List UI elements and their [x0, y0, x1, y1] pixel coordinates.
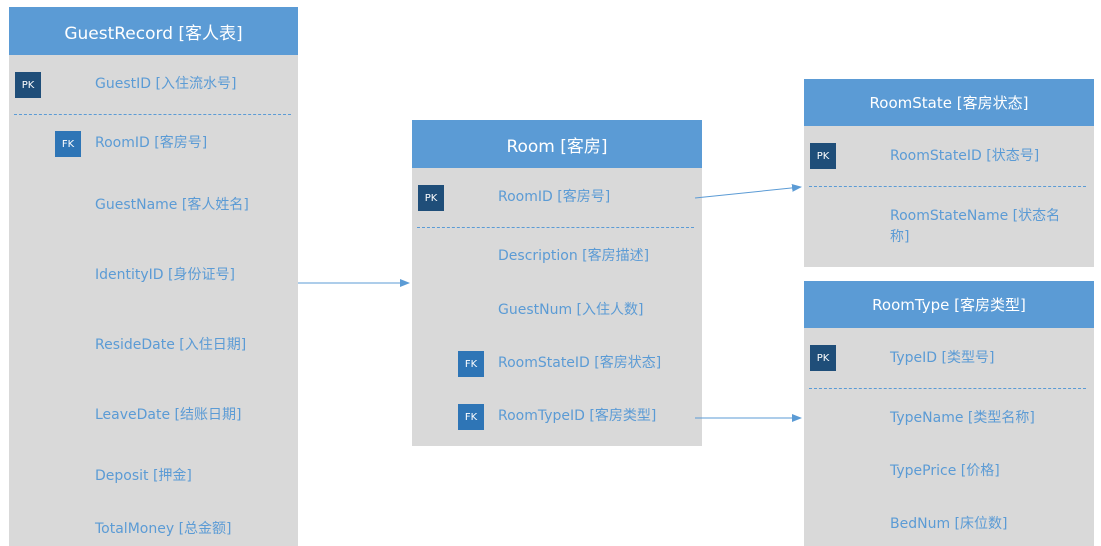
entity-room-header: Room [客房]	[412, 120, 702, 168]
entity-guestrecord[interactable]: GuestRecord [客人表] PK GuestID [入住流水号] FK …	[9, 7, 298, 546]
separator	[417, 227, 694, 228]
connector-room-to-roomstate	[694, 183, 802, 199]
field-deposit: Deposit [押金]	[95, 468, 192, 484]
entity-guestrecord-title: GuestRecord [客人表]	[64, 23, 243, 44]
entity-guestrecord-header: GuestRecord [客人表]	[9, 7, 298, 55]
entity-room[interactable]: Room [客房] PK RoomID [客房号] Description [客…	[412, 120, 702, 446]
field-typeid: TypeID [类型号]	[890, 350, 995, 366]
field-roomtypeid: RoomTypeID [客房类型]	[498, 408, 657, 424]
separator	[14, 114, 291, 115]
field-guestnum: GuestNum [入住人数]	[498, 302, 644, 318]
pk-badge: PK	[810, 143, 836, 169]
field-description: Description [客房描述]	[498, 248, 650, 264]
field-identityid: IdentityID [身份证号]	[95, 267, 235, 283]
field-bednum: BedNum [床位数]	[890, 516, 1008, 532]
entity-roomstate[interactable]: RoomState [客房状态] PK RoomStateID [状态号] Ro…	[804, 79, 1094, 267]
fk-badge: FK	[458, 351, 484, 377]
field-roomstateid: RoomStateID [客房状态]	[498, 355, 662, 371]
field-typeprice: TypePrice [价格]	[890, 463, 1000, 479]
fk-badge: FK	[55, 131, 81, 157]
field-roomstatename: RoomStateName [状态名称]	[890, 208, 1061, 245]
field-residedate: ResideDate [入住日期]	[95, 337, 247, 353]
separator	[809, 186, 1086, 187]
field-guestname: GuestName [客人姓名]	[95, 197, 249, 213]
field-guestid: GuestID [入住流水号]	[95, 76, 237, 92]
field-typename: TypeName [类型名称]	[890, 410, 1035, 426]
entity-roomtype-title: RoomType [客房类型]	[872, 296, 1026, 314]
separator	[809, 388, 1086, 389]
pk-badge: PK	[418, 185, 444, 211]
field-leavedate: LeaveDate [结账日期]	[95, 407, 242, 423]
fk-badge: FK	[458, 404, 484, 430]
field-totalmoney: TotalMoney [总金额]	[95, 521, 232, 537]
field-roomid: RoomID [客房号]	[498, 189, 611, 205]
entity-roomtype[interactable]: RoomType [客房类型] PK TypeID [类型号] TypeName…	[804, 281, 1094, 546]
entity-roomstate-title: RoomState [客房状态]	[869, 94, 1029, 112]
pk-badge: PK	[15, 72, 41, 98]
entity-room-title: Room [客房]	[506, 136, 608, 157]
field-roomstateid: RoomStateID [状态号]	[890, 148, 1040, 164]
pk-badge: PK	[810, 345, 836, 371]
entity-roomtype-header: RoomType [客房类型]	[804, 281, 1094, 328]
field-roomid: RoomID [客房号]	[95, 135, 208, 151]
entity-roomstate-header: RoomState [客房状态]	[804, 79, 1094, 126]
